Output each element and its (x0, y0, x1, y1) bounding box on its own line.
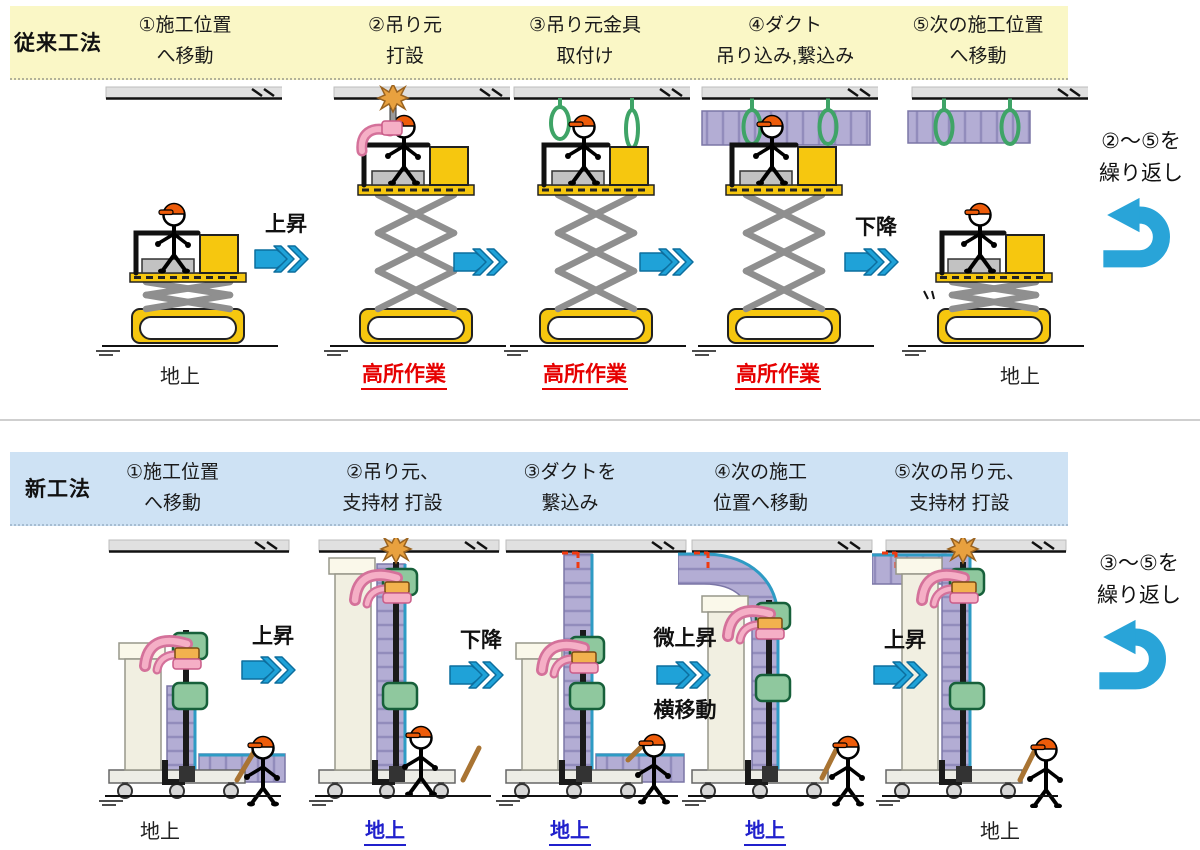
advance-arrow-icon (254, 245, 309, 273)
new-ground-3: 地上 (525, 814, 615, 846)
advance-arrow-icon (656, 661, 711, 689)
conventional-method-label: 従来工法 (14, 32, 102, 55)
handle-rod (625, 741, 647, 763)
clamp-icon (381, 681, 419, 711)
new-ground-4: 地上 (720, 814, 810, 846)
mast (124, 658, 162, 771)
guide-pole (960, 562, 966, 782)
new-repeat-note: ③〜⑤を繰り返し (1097, 552, 1181, 607)
new-arrow-label-3-top: 微上昇 (653, 627, 717, 650)
drill-tool-icon (355, 575, 411, 604)
conv-step-4: ④ダクト吊り込み,繋込み (715, 15, 855, 67)
drill-tool-icon (542, 645, 598, 674)
handle-rod (1017, 745, 1039, 783)
pole-foot (372, 760, 395, 785)
new-step-3: ③ダクトを繋込み (523, 462, 617, 514)
new-arrow-label-1: 上昇 (252, 625, 294, 648)
conv-ground-3: 高所作業 (525, 358, 645, 390)
clamp-icon (754, 673, 792, 703)
new-step-5: ⑤次の吊り元、支持材 打設 (893, 462, 1026, 514)
advance-arrow-icon (844, 248, 899, 276)
new-step-4: ④次の施工位置へ移動 (712, 462, 808, 514)
handle-rod (460, 745, 482, 783)
conv-step-1: ①施工位置へ移動 (138, 15, 232, 67)
conv-arrow-label-rise: 上昇 (265, 213, 307, 236)
new-method-band (10, 452, 1068, 526)
drill-tool-icon (922, 575, 978, 604)
clamp-icon (568, 681, 606, 711)
impact-burst-icon (377, 85, 409, 113)
new-step-2: ②吊り元、支持材 打設 (342, 462, 443, 514)
conv-step-3: ③吊り元金具取付け (528, 15, 642, 67)
scene-conventional-step3 (503, 85, 690, 356)
motion-marks (923, 290, 935, 300)
new-ground-2: 地上 (340, 814, 430, 846)
conv-step-5: ⑤次の施工位置へ移動 (912, 15, 1044, 67)
advance-arrow-icon (873, 661, 928, 689)
conv-step-2: ②吊り元打設 (367, 15, 443, 67)
pole-foot (939, 760, 962, 785)
conv-repeat-note: ②〜⑤を繰り返し (1099, 130, 1183, 185)
handle-rod (819, 743, 841, 781)
scene-new-step4 (678, 538, 874, 808)
advance-arrow-icon (241, 656, 296, 684)
advance-arrow-icon (453, 248, 508, 276)
conv-ground-2: 高所作業 (344, 358, 464, 390)
conv-arrow-label-lower: 下降 (855, 216, 897, 239)
pole-foot (559, 760, 582, 785)
handle-rod (234, 747, 258, 783)
new-arrow-label-4: 上昇 (884, 629, 926, 652)
joint-mark-icon (694, 551, 710, 568)
new-ground-5: 地上 (980, 821, 1020, 843)
drill-tool-icon (145, 641, 201, 670)
new-ground-1: 地上 (140, 821, 180, 843)
new-arrow-label-2: 下降 (460, 629, 502, 652)
pole-foot (745, 760, 768, 785)
repeat-arrow-icon (1090, 196, 1190, 276)
scene-new-step3 (495, 538, 688, 807)
new-step-1: ①施工位置へ移動 (125, 462, 220, 514)
repeat-arrow-icon (1086, 618, 1186, 698)
new-arrow-label-3-bottom: 横移動 (653, 699, 717, 722)
advance-arrow-icon (639, 248, 694, 276)
conv-ground-1: 地上 (160, 366, 200, 388)
scene-new-step5 (872, 538, 1068, 808)
joint-mark-icon (562, 551, 580, 570)
conv-ground-5: 地上 (1000, 366, 1040, 388)
clamp-icon (171, 681, 209, 711)
conventional-method-band (10, 6, 1068, 80)
new-method-label: 新工法 (25, 478, 91, 501)
guide-pole (393, 562, 399, 782)
duct-icon (907, 110, 1031, 144)
impact-burst-icon (380, 538, 412, 564)
scene-conventional-step5 (901, 85, 1088, 356)
scene-new-step2 (308, 538, 501, 806)
section-divider (0, 419, 1200, 421)
drill-tool-icon (356, 100, 403, 157)
scene-conventional-step2 (323, 85, 510, 356)
scene-new-step1 (98, 538, 291, 808)
advance-arrow-icon (449, 661, 504, 689)
scene-conventional-step4 (691, 85, 878, 356)
duct-icon (701, 110, 871, 146)
conv-ground-4: 高所作業 (718, 358, 838, 390)
pole-foot (162, 760, 185, 785)
impact-burst-icon (947, 538, 979, 564)
clamp-icon (948, 681, 986, 711)
